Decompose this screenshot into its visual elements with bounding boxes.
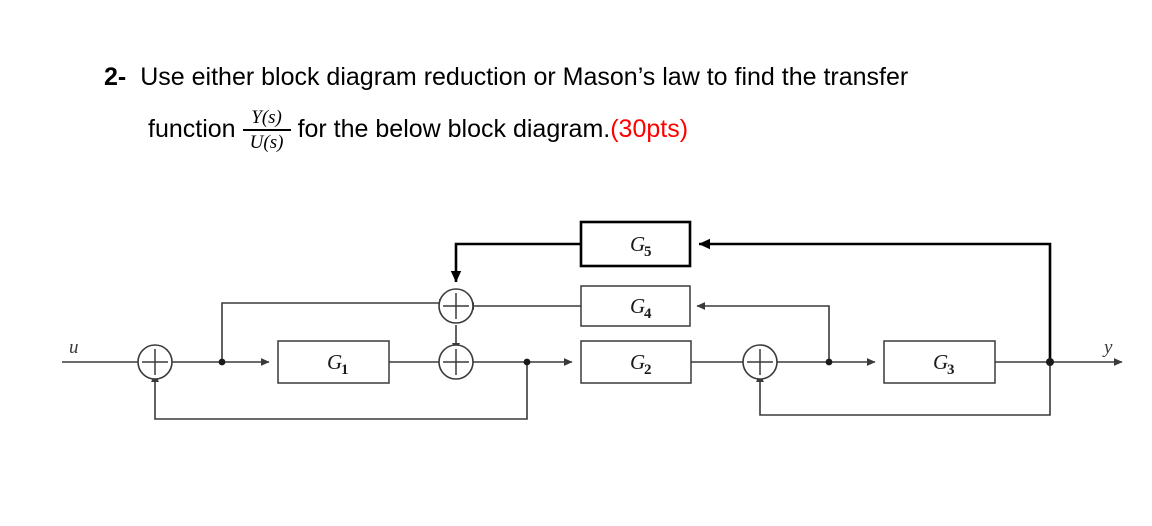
block-g1-label: G xyxy=(327,350,342,374)
block-g2: G 2 xyxy=(580,340,692,384)
wire-g4-input-feedback xyxy=(696,302,830,362)
question-text: 2- Use either block diagram reduction or… xyxy=(104,62,1094,153)
question-line-2-prefix: function xyxy=(148,115,236,143)
output-label-y: y xyxy=(1102,337,1113,358)
wire-feedback-g3 xyxy=(756,362,1051,416)
block-g2-subscript: 2 xyxy=(644,362,652,378)
block-g2-label: G xyxy=(630,350,645,374)
question-line-2: function Y(s) U(s) for the below block d… xyxy=(104,106,1094,153)
block-g3: G 3 xyxy=(883,340,996,384)
wire-branch-to-sum-upper xyxy=(221,299,448,362)
block-g3-label: G xyxy=(933,350,948,374)
wire-g5-input-feedback xyxy=(698,238,1052,362)
input-label-u: u xyxy=(69,337,79,358)
block-g4-label: G xyxy=(630,294,645,318)
transfer-function-fraction: Y(s) U(s) xyxy=(242,107,291,153)
fraction-denominator: U(s) xyxy=(249,132,284,153)
block-g1: G 1 xyxy=(277,340,390,384)
node-dot-inner-feedback xyxy=(523,358,531,366)
block-g5-subscript: 5 xyxy=(644,244,652,260)
block-g5-label: G xyxy=(630,232,645,256)
node-dot-branch-g1 xyxy=(218,358,226,366)
question-number: 2- xyxy=(104,63,127,91)
block-g5: G 5 xyxy=(579,220,692,268)
wire-g5-output-to-sum-upper xyxy=(450,242,581,283)
block-g4: G 4 xyxy=(580,285,691,327)
points-label: (30pts) xyxy=(610,115,689,143)
wire-feedback-inner xyxy=(151,362,528,420)
node-dot-output xyxy=(1046,358,1054,366)
fraction-bar xyxy=(242,129,291,131)
node-dot-g4-pickoff xyxy=(825,358,833,366)
question-line-1: 2- Use either block diagram reduction or… xyxy=(104,62,1094,92)
question-line-2-suffix: for the below block diagram. xyxy=(297,115,611,143)
block-g1-subscript: 1 xyxy=(341,362,349,378)
block-g3-subscript: 3 xyxy=(947,362,955,378)
block-g4-subscript: 4 xyxy=(644,306,652,322)
question-line-1-text: Use either block diagram reduction or Ma… xyxy=(140,63,909,91)
fraction-numerator: Y(s) xyxy=(251,107,282,128)
